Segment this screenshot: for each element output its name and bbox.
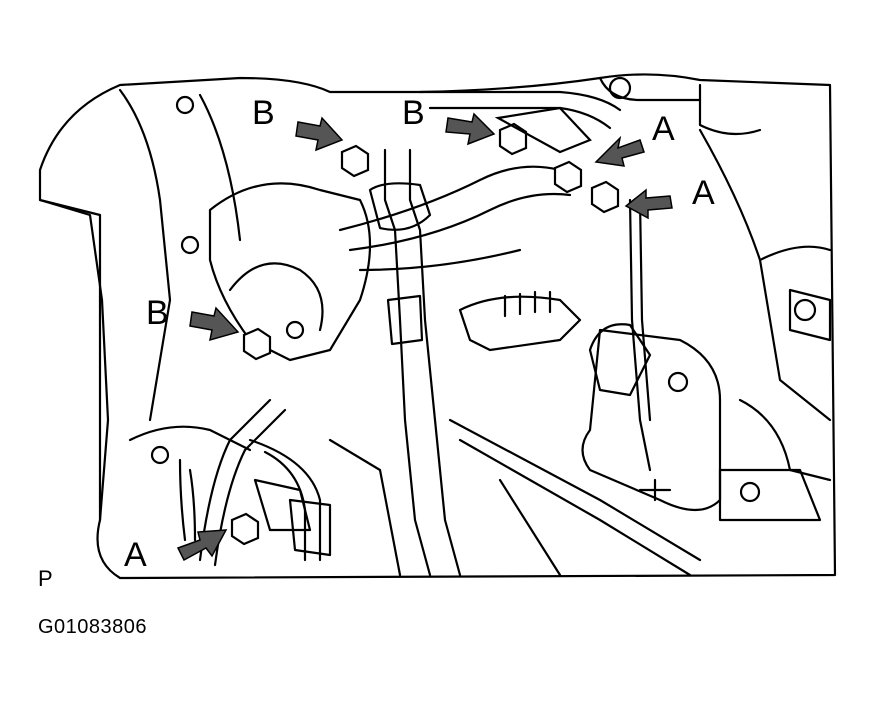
page-marker: P xyxy=(38,566,53,591)
figure-id: G01083806 xyxy=(38,616,148,638)
arrow-a-right xyxy=(624,188,673,220)
callout-a-top-right: A xyxy=(652,110,675,148)
arrow-b-top-left xyxy=(295,116,344,152)
callout-b-top-left: B xyxy=(252,94,275,132)
arrow-a-bottom-left xyxy=(176,529,228,562)
arrow-a-top-right xyxy=(594,135,645,167)
callout-b-left: B xyxy=(146,294,169,332)
callout-a-bottom-left: A xyxy=(124,536,147,574)
callout-b-top-center: B xyxy=(402,94,425,132)
callout-a-right: A xyxy=(692,174,715,212)
arrow-b-left xyxy=(189,306,240,342)
arrow-b-top-center xyxy=(445,112,496,146)
